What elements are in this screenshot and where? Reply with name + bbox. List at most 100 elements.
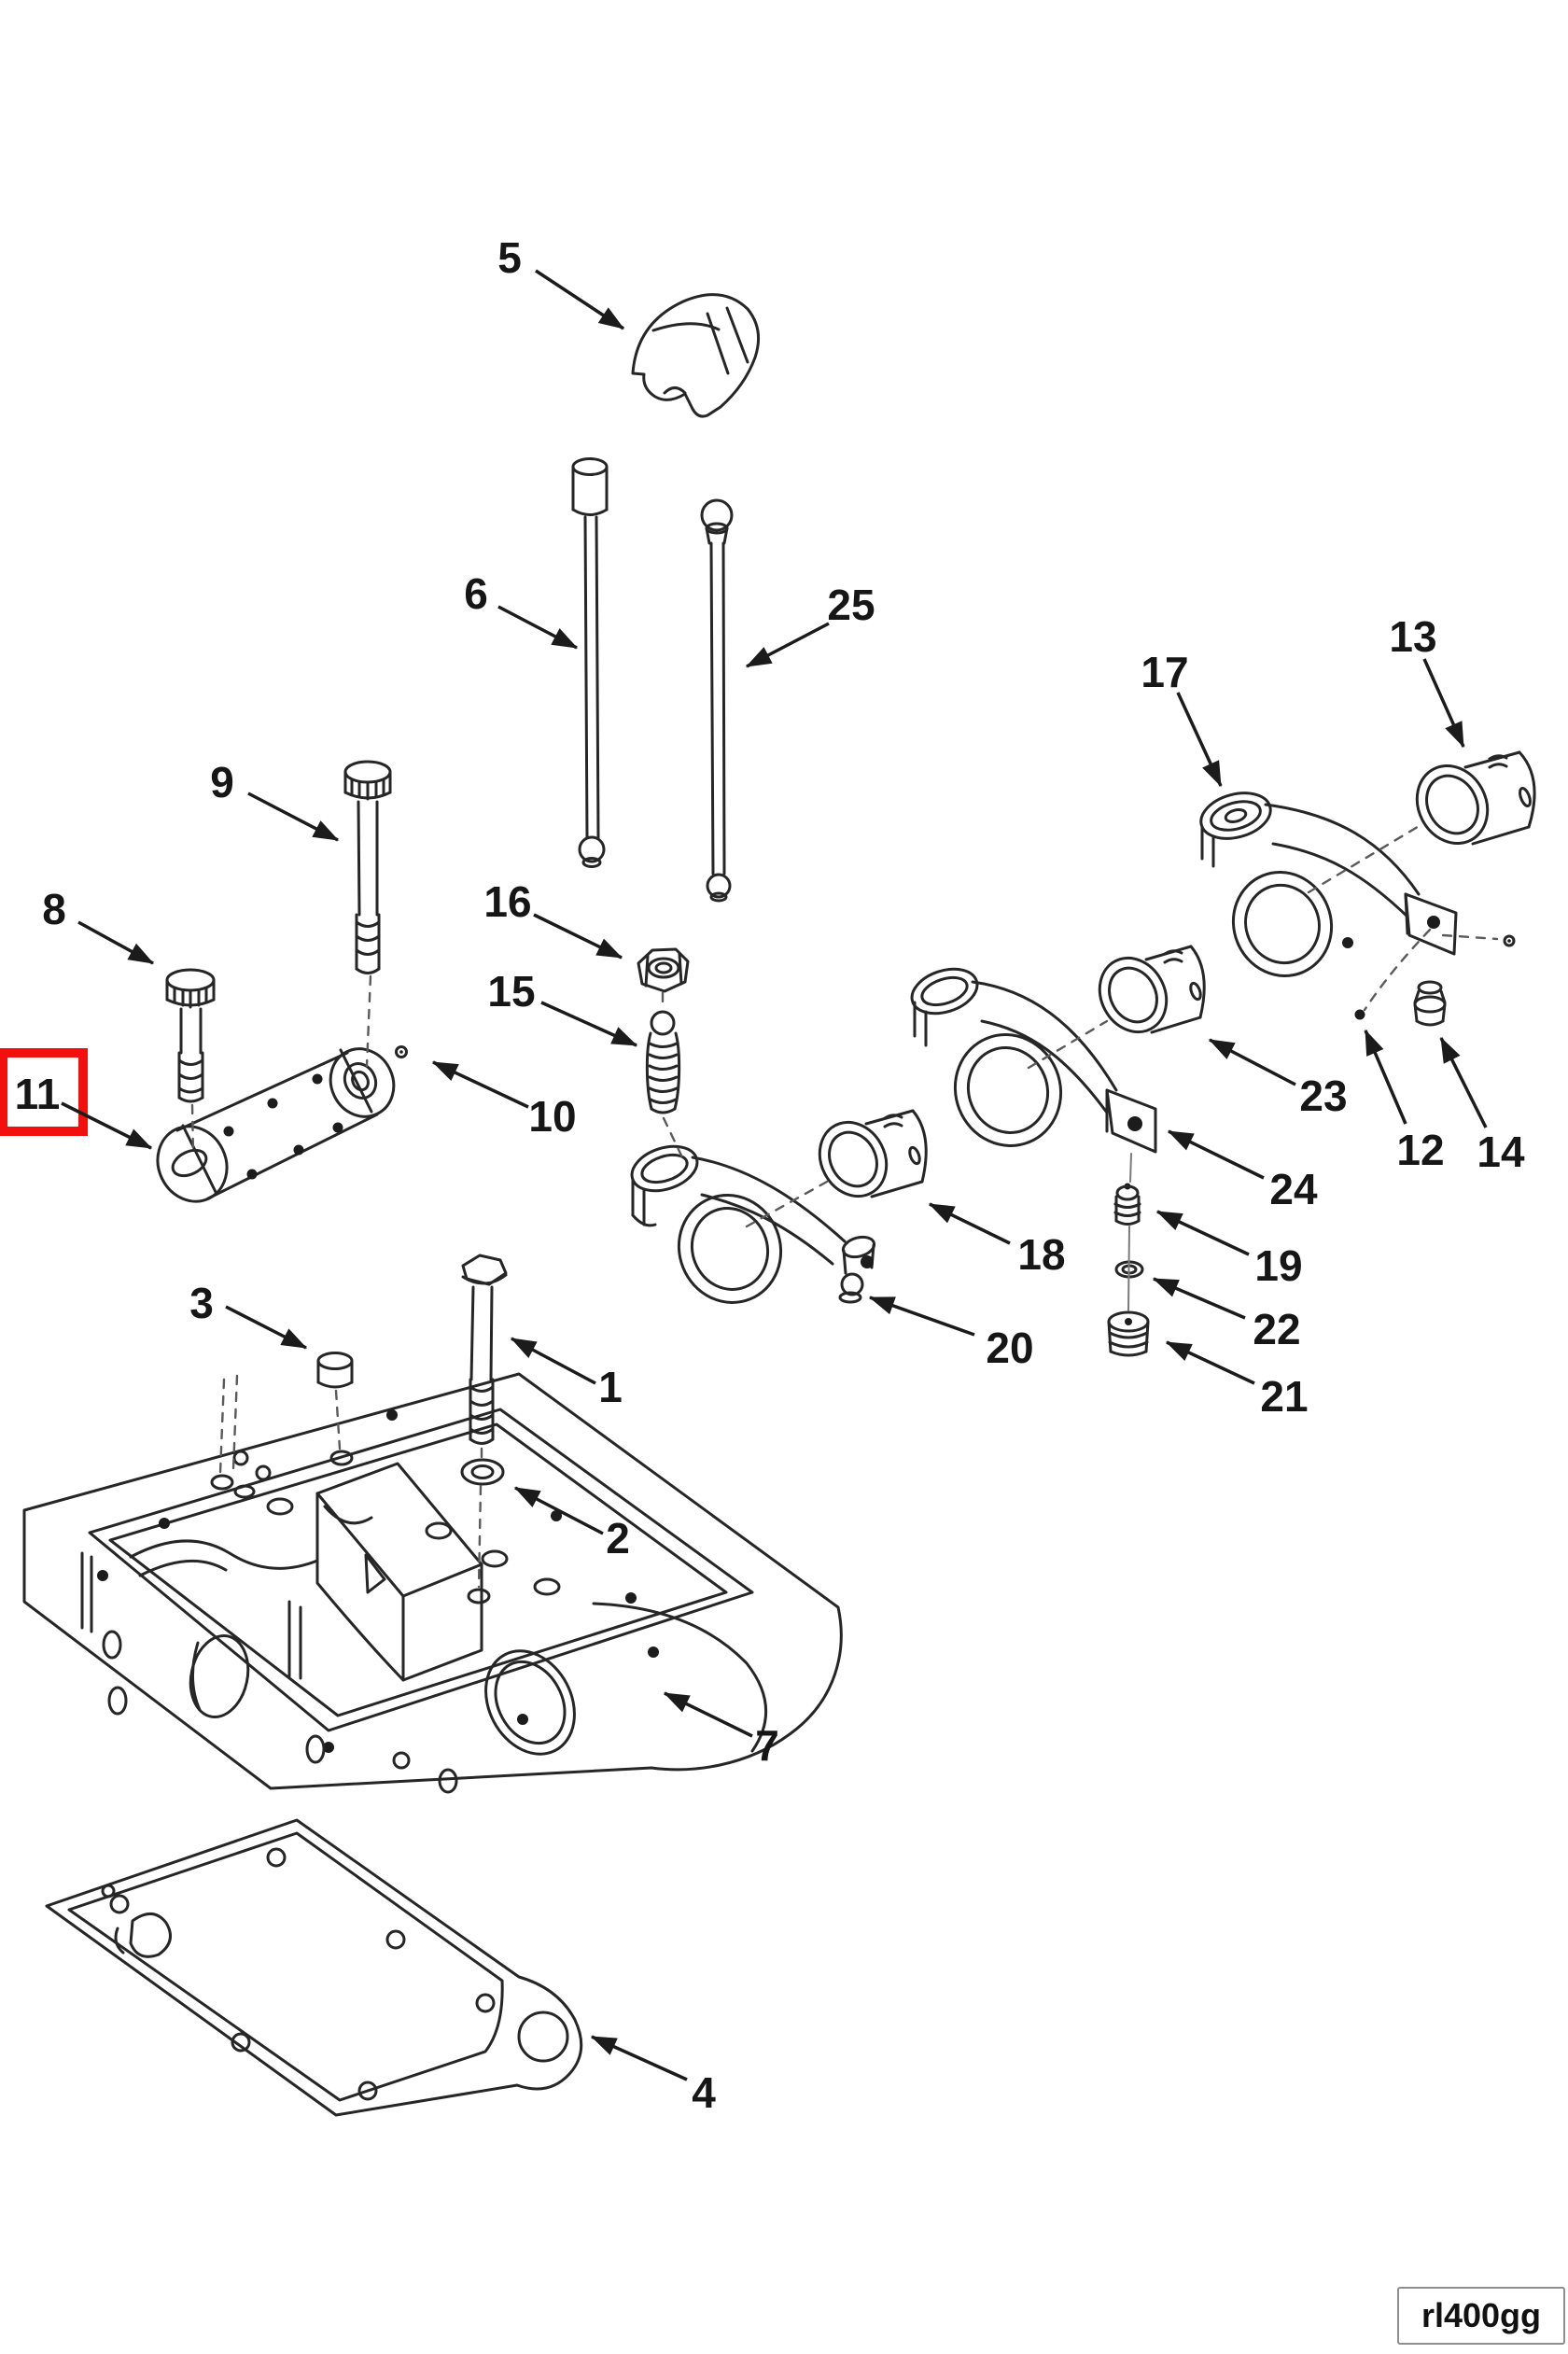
callout-20-leader-arrow [868, 1296, 975, 1337]
callout-23: 23 [1208, 1038, 1348, 1120]
callout-11: 11 [15, 1070, 153, 1150]
callout-25-leader-arrow [745, 622, 830, 668]
callout-10: 10 [431, 1060, 577, 1141]
callout-25-number: 25 [827, 581, 875, 629]
part-5-crosshead [631, 293, 761, 418]
callout-18: 18 [928, 1202, 1066, 1279]
callout-19-leader-arrow [1155, 1210, 1250, 1256]
part-14-cup-plug [1413, 980, 1447, 1027]
part-10-plug [395, 1045, 408, 1058]
callout-16-number: 16 [483, 877, 531, 926]
callout-16-leader-arrow [533, 913, 623, 960]
callout-11-number: 11 [15, 1070, 61, 1118]
part-23-bushing [1098, 945, 1206, 1034]
callout-10-number: 10 [528, 1092, 576, 1141]
callout-13-number: 13 [1389, 612, 1436, 661]
callout-7: 7 [663, 1691, 779, 1770]
part-11-rocker-shaft [156, 1047, 396, 1203]
part-20-rocker-lever-front [630, 1144, 876, 1304]
callout-6-leader-arrow [497, 605, 579, 650]
callout-12-leader-arrow [1364, 1029, 1407, 1125]
callout-7-leader-arrow [663, 1691, 753, 1738]
callout-9: 9 [210, 758, 340, 842]
callout-18-number: 18 [1017, 1230, 1065, 1279]
callout-17-leader-arrow [1176, 692, 1223, 788]
part-15-adjusting-screw [645, 1010, 681, 1114]
callout-1-leader-arrow [510, 1337, 596, 1385]
callout-6: 6 [464, 569, 579, 650]
callout-19-number: 19 [1254, 1241, 1302, 1290]
callout-4-leader-arrow [590, 2035, 688, 2081]
callout-23-leader-arrow [1208, 1038, 1296, 1086]
part-18-bushing [818, 1109, 928, 1198]
callout-2: 2 [513, 1486, 630, 1562]
callout-5-leader-arrow [535, 269, 625, 330]
callout-7-number: 7 [755, 1721, 779, 1770]
callout-2-number: 2 [606, 1514, 630, 1562]
callout-12-number: 12 [1396, 1126, 1444, 1174]
callout-10-leader-arrow [431, 1060, 529, 1109]
callout-9-number: 9 [210, 758, 234, 806]
callout-5-number: 5 [497, 233, 522, 282]
callout-22-number: 22 [1253, 1305, 1300, 1353]
callout-4-number: 4 [692, 2068, 716, 2117]
figure-code-badge: rl400gg [1397, 2287, 1565, 2345]
callout-12: 12 [1364, 1029, 1445, 1174]
callout-15-leader-arrow [540, 1001, 638, 1047]
callout-18-leader-arrow [928, 1202, 1011, 1245]
callout-3: 3 [189, 1279, 308, 1350]
callout-16: 16 [483, 877, 623, 960]
part-17-rocker-lever-rear [1199, 792, 1458, 977]
callout-24-number: 24 [1269, 1165, 1318, 1213]
callout-21: 21 [1165, 1340, 1309, 1421]
part-16-nut [637, 947, 690, 993]
callout-15-number: 15 [487, 967, 535, 1016]
callout-22-leader-arrow [1152, 1277, 1246, 1320]
callout-2-leader-arrow [513, 1486, 604, 1535]
callout-14-number: 14 [1477, 1128, 1525, 1176]
callout-8-number: 8 [42, 885, 66, 933]
callout-8-leader-arrow [77, 920, 155, 965]
callout-8: 8 [42, 885, 155, 965]
part-4-gasket [45, 1818, 583, 2117]
part-12-pin [1354, 1009, 1365, 1020]
callout-20-number: 20 [986, 1324, 1033, 1372]
callout-1: 1 [510, 1337, 623, 1411]
part-25-push-rod [700, 498, 734, 903]
part-21-plug [1107, 1310, 1150, 1357]
callout-14: 14 [1439, 1036, 1525, 1176]
callout-24-leader-arrow [1167, 1129, 1265, 1180]
part-8-bolt [165, 968, 216, 1103]
callout-3-leader-arrow [225, 1305, 308, 1350]
callout-22: 22 [1152, 1277, 1301, 1353]
part-19-fitting [1113, 1183, 1141, 1226]
assembly-dashed-lines [190, 823, 1499, 1589]
part-7-cylinder-head [22, 1372, 843, 1794]
callout-17: 17 [1141, 648, 1223, 788]
shaft-end-pin [1503, 934, 1516, 947]
callout-19: 19 [1155, 1210, 1303, 1290]
callout-23-number: 23 [1299, 1072, 1347, 1120]
part-2-washer [460, 1458, 505, 1486]
callout-15: 15 [487, 967, 638, 1047]
callout-20: 20 [868, 1296, 1034, 1372]
callout-9-leader-arrow [247, 792, 340, 842]
callout-1-number: 1 [598, 1363, 623, 1411]
callout-11-leader-arrow [61, 1101, 153, 1150]
part-6-push-rod [571, 457, 609, 868]
callout-4: 4 [590, 2035, 716, 2117]
callout-24: 24 [1167, 1129, 1318, 1213]
callout-21-leader-arrow [1165, 1340, 1255, 1385]
highlighted-callout-box [0, 1048, 88, 1136]
callout-3-number: 3 [189, 1279, 214, 1327]
callout-21-number: 21 [1260, 1372, 1308, 1421]
callout-17-number: 17 [1141, 648, 1188, 696]
callout-13: 13 [1389, 612, 1465, 749]
callout-6-number: 6 [464, 569, 488, 618]
part-3-dowel [316, 1352, 354, 1389]
part-24-rocker-lever-middle [910, 967, 1157, 1154]
callout-13-leader-arrow [1422, 658, 1465, 749]
